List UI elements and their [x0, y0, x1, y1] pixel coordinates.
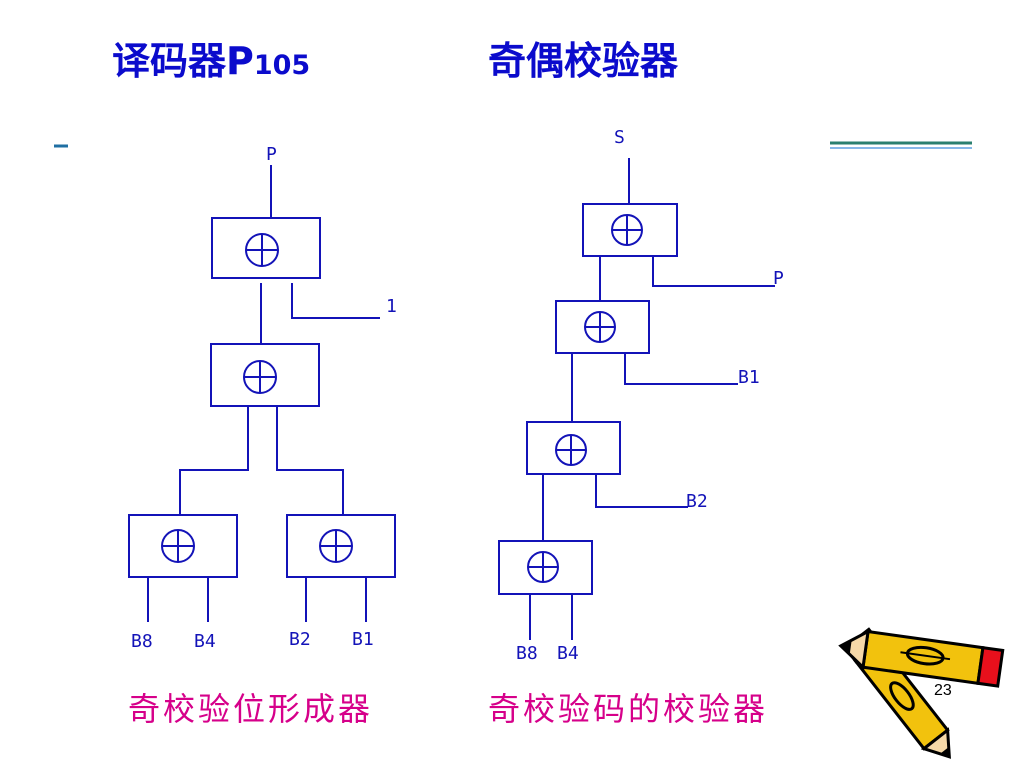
right-title: 奇偶校验器	[488, 39, 679, 83]
generator-input-label: B4	[194, 631, 216, 652]
generator-input-label: B8	[131, 631, 153, 652]
generator-constant-label: 1	[386, 296, 397, 317]
generator-caption: 奇校验位形成器	[128, 690, 374, 728]
generator-gate-top	[211, 217, 321, 279]
checker-caption: 奇校验码的校验器	[488, 690, 769, 728]
generator-input-label: B1	[352, 629, 374, 650]
checker-gate-3	[526, 421, 621, 475]
generator-gate-bottom-left	[128, 514, 238, 578]
checker-gate-4	[498, 540, 593, 595]
generator-gate-middle	[210, 343, 320, 407]
checker-side-input-label: B2	[686, 491, 708, 512]
checker-side-input-label: B1	[738, 367, 760, 388]
left-title-main: 译码器P	[112, 39, 254, 83]
checker-bottom-input-label: B8	[516, 643, 538, 664]
checker-wires	[529, 158, 775, 640]
generator-gate-bottom-right	[286, 514, 396, 578]
generator-input-label: B2	[289, 629, 311, 650]
checker-gate-1	[582, 203, 678, 257]
left-title-number: 105	[253, 50, 311, 81]
left-title: 译码器P105	[112, 30, 310, 85]
page-number: 23	[934, 682, 952, 699]
divider-right	[830, 141, 972, 149]
checker-gate-2	[555, 300, 650, 354]
generator-output-label: P	[266, 144, 277, 165]
generator-wires	[147, 165, 380, 622]
checker-output-label: S	[614, 127, 625, 148]
pencil-clipart-icon	[838, 627, 1005, 759]
checker-side-input-label: P	[773, 268, 784, 289]
checker-bottom-input-label: B4	[557, 643, 579, 664]
